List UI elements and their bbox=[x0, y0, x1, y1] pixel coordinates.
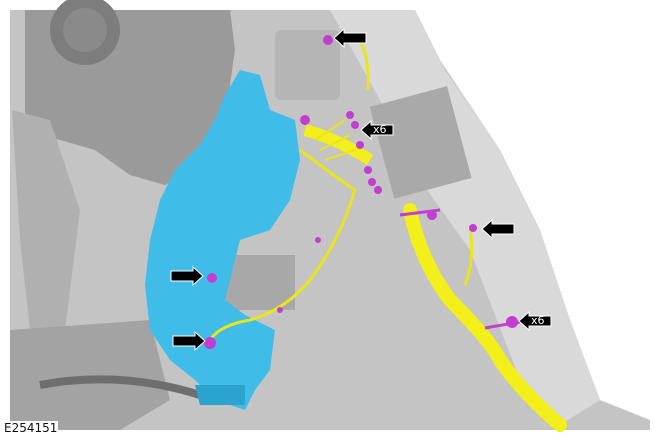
top-component bbox=[275, 30, 340, 100]
arrow-reservoir-connector-lower bbox=[172, 331, 206, 351]
main-harness bbox=[403, 203, 567, 432]
quantity-label: x6 bbox=[373, 123, 387, 136]
arrow-clips-x6-lower: x6 bbox=[518, 311, 552, 331]
branch-wires bbox=[208, 148, 357, 341]
clips bbox=[204, 35, 518, 349]
washer-reservoir bbox=[145, 70, 300, 410]
arrow-right-connector bbox=[481, 219, 515, 239]
arrow-top-connector bbox=[333, 28, 367, 48]
figure-id-label: E254151 bbox=[3, 421, 59, 435]
left-bracket bbox=[12, 110, 80, 330]
arrow-clips-x6-upper: x6 bbox=[360, 120, 394, 140]
quantity-label: x6 bbox=[531, 314, 545, 327]
arrow-reservoir-connector-upper bbox=[170, 266, 204, 286]
lower-rail bbox=[10, 320, 170, 430]
